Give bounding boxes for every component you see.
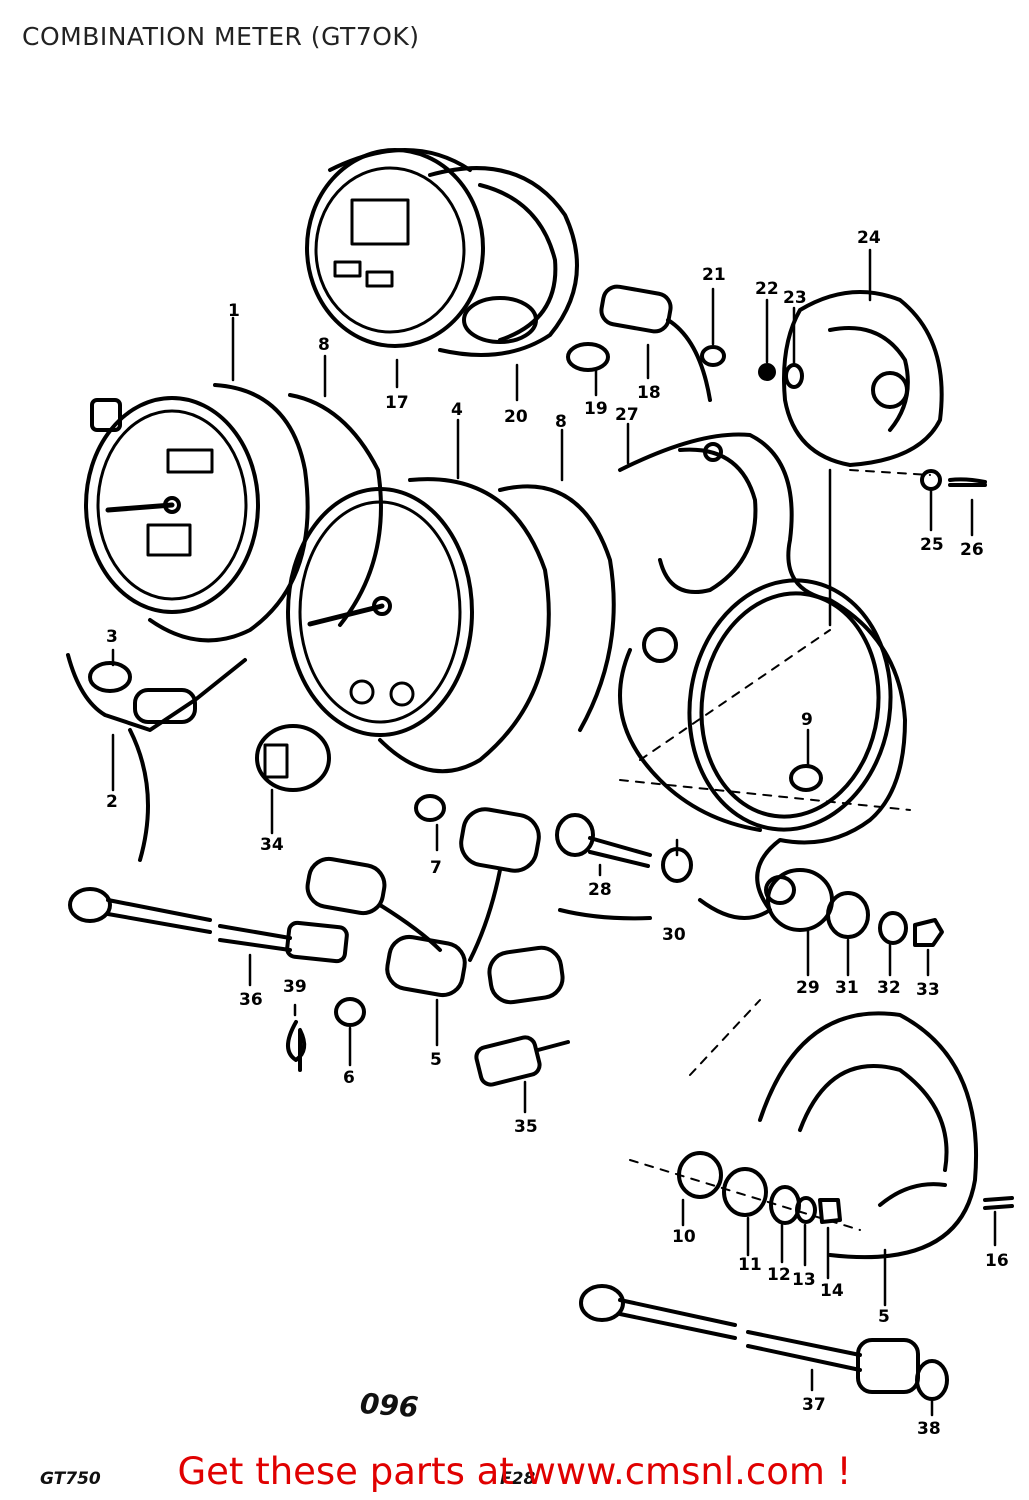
callout-5a: 5 (430, 1050, 442, 1070)
callout-24: 24 (857, 228, 881, 248)
callout-21: 21 (702, 265, 726, 285)
callout-31: 31 (835, 978, 859, 998)
callout-17: 17 (385, 393, 409, 413)
part-10-grommet (677, 1151, 723, 1199)
callout-25: 25 (920, 535, 944, 555)
callout-30: 30 (662, 925, 686, 945)
callout-27: 27 (615, 405, 639, 425)
part-20-meter-cup (428, 166, 579, 357)
callout-28: 28 (588, 880, 612, 900)
callout-23: 23 (783, 288, 807, 308)
part-18-bulb-socket (599, 284, 712, 402)
callout-4: 4 (451, 400, 463, 420)
part-5-headlight-housing (758, 1011, 978, 1260)
callout-19: 19 (584, 399, 608, 419)
part-6-bulb (334, 997, 366, 1027)
page-number: 096 (359, 1387, 420, 1424)
part-32-washer (878, 911, 908, 945)
footer-link[interactable]: Get these parts at www.cmsnl.com ! (177, 1450, 852, 1493)
part-9-meter-ring (687, 578, 893, 832)
callout-29: 29 (796, 978, 820, 998)
part-36-meter-cable (68, 887, 349, 964)
callout-34: 34 (260, 835, 284, 855)
callout-37: 37 (802, 1395, 826, 1415)
part-4-tachometer (286, 477, 551, 774)
callout-12: 12 (767, 1265, 791, 1285)
callout-10: 10 (672, 1227, 696, 1247)
callout-33: 33 (916, 980, 940, 1000)
part-3-socket (88, 661, 132, 693)
part-38-nut (915, 1359, 949, 1401)
part-23-washer (784, 363, 804, 389)
exploded-parts-diagram: 1 2 3 4 5 5 5 6 7 8 8 9 10 11 12 13 14 1… (66, 148, 1014, 1439)
callout-8a: 8 (318, 335, 330, 355)
part-5-socket-assembly (305, 807, 652, 1005)
part-1-speedometer (84, 383, 310, 643)
callout-6: 6 (343, 1068, 355, 1088)
callout-22: 22 (755, 279, 779, 299)
callout-32: 32 (877, 978, 901, 998)
part-13-washer (795, 1196, 817, 1224)
part-19-bulb (566, 342, 610, 372)
callout-3: 3 (106, 627, 118, 647)
part-39-clip (286, 1020, 307, 1072)
callout-2: 2 (106, 792, 118, 812)
callout-9: 9 (801, 710, 813, 730)
part-37-meter-cable (579, 1284, 920, 1394)
part-26-screw (948, 477, 987, 487)
page-title: COMBINATION METER (GT7OK) (22, 22, 420, 51)
part-21-grommet (700, 345, 726, 367)
callout-20: 20 (504, 407, 528, 427)
callout-36: 36 (239, 990, 263, 1010)
part-33-nut (913, 918, 944, 947)
part-31-washer (826, 891, 870, 939)
part-28-bolt (555, 813, 652, 868)
callout-18: 18 (637, 383, 661, 403)
callout-13: 13 (792, 1270, 816, 1290)
part-8-rubber-cushion (288, 393, 383, 627)
callout-5b: 5 (878, 1307, 890, 1327)
part-7-bulb (414, 794, 446, 822)
part-22-washer (758, 363, 776, 381)
part-17-gauge-housing (305, 148, 485, 348)
part-24-indicator-housing (782, 290, 944, 467)
callout-38: 38 (917, 1419, 941, 1439)
callout-16: 16 (985, 1251, 1009, 1271)
callout-7: 7 (430, 858, 442, 878)
part-16-screw (983, 1196, 1014, 1210)
part-14-nut (818, 1198, 842, 1224)
callout-39: 39 (283, 977, 307, 997)
callout-26: 26 (960, 540, 984, 560)
part-34-grommet (255, 724, 331, 792)
part-8-rubber-cushion-2 (498, 484, 616, 732)
callout-8b: 8 (555, 412, 567, 432)
part-11-plate (722, 1167, 768, 1217)
part-27-meter-bracket (618, 432, 907, 920)
part-35-switch (474, 1035, 570, 1087)
part-29-cushion (764, 868, 834, 932)
part-25-washer (920, 469, 942, 491)
part-2-wiring-harness (66, 653, 247, 862)
callout-11: 11 (738, 1255, 762, 1275)
callout-14: 14 (820, 1281, 844, 1301)
callout-1: 1 (228, 301, 240, 321)
callout-35: 35 (514, 1117, 538, 1137)
